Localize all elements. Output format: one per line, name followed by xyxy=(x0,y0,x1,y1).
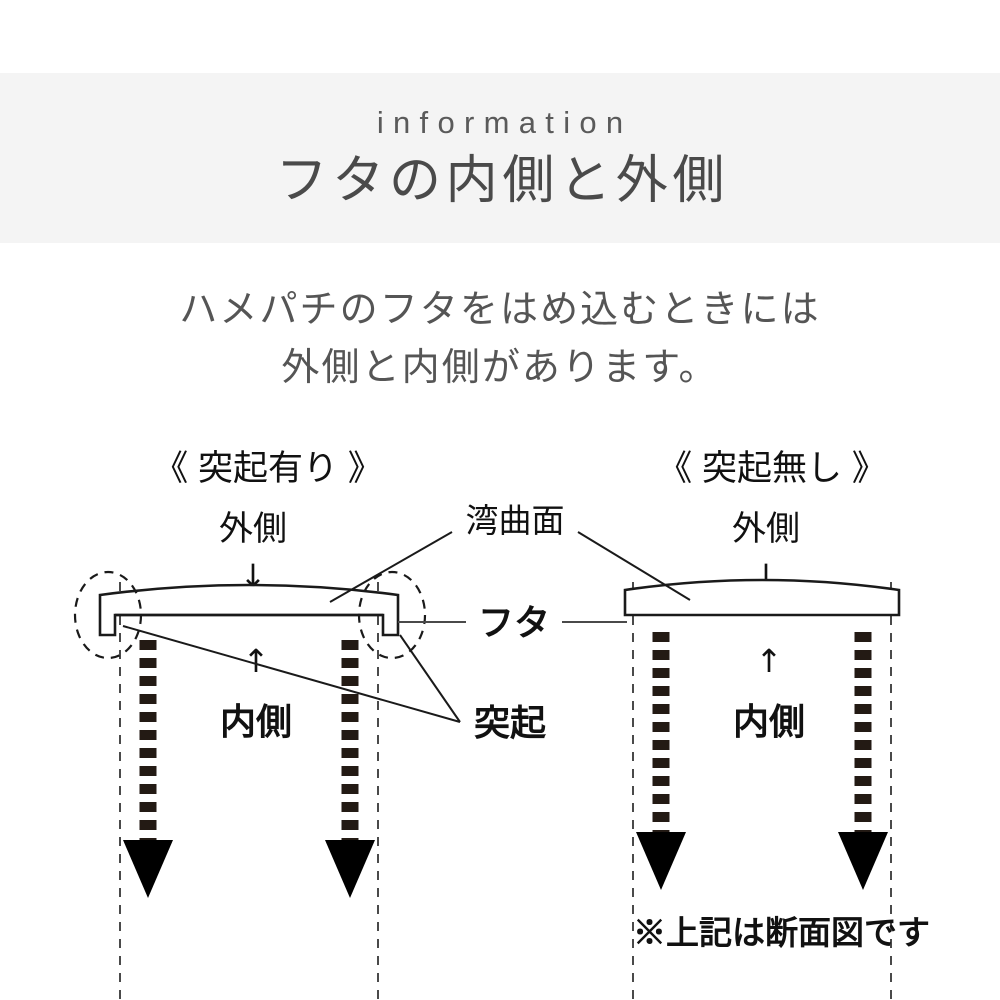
left-insert-arrow-1 xyxy=(123,640,173,898)
right-insert-arrow-2 xyxy=(838,632,888,890)
left-protrusion-highlight-left xyxy=(73,570,143,660)
lead-paragraph: ハメパチのフタをはめ込むときには 外側と内側があります。 xyxy=(0,282,1000,398)
protrusion-leader-1 xyxy=(122,625,461,723)
curved-surface-label: 湾曲面 xyxy=(466,502,565,539)
footnote: ※上記は断面図です xyxy=(633,914,930,951)
curved-surface-leader-left xyxy=(329,531,453,603)
page-title: フタの内側と外側 xyxy=(275,152,730,211)
left-heading: 《 突起有り 》 xyxy=(153,449,382,488)
left-protrusion-highlight-right xyxy=(357,570,427,660)
header-eyebrow: information xyxy=(376,105,633,141)
protrusion-label: 突起 xyxy=(474,702,547,743)
right-diagram-group: 《 突起無し 》 外側 ↓ ↑ 内側 xyxy=(623,449,901,1000)
left-outside-label: 外側 xyxy=(219,510,287,548)
left-lid xyxy=(98,583,400,637)
protrusion-leader-2 xyxy=(399,634,461,723)
lead-line-1: ハメパチのフタをはめ込むときには xyxy=(179,289,821,331)
curved-surface-leader-right xyxy=(577,531,691,601)
center-callouts: 湾曲面 フタ 突起 本体 xyxy=(122,502,691,743)
left-insert-arrow-2 xyxy=(325,640,375,898)
right-outside-label: 外側 xyxy=(732,510,800,548)
lead-line-2: 外側と内側があります。 xyxy=(281,346,719,389)
header-band: information フタの内側と外側 xyxy=(0,73,1000,243)
left-diagram-group: 《 突起有り 》 外側 ↓ ↑ xyxy=(73,449,427,1000)
right-inside-arrow-icon: ↑ xyxy=(756,642,783,680)
left-inside-label: 内側 xyxy=(220,701,292,742)
right-lid xyxy=(623,578,901,617)
right-insert-arrow-1 xyxy=(636,632,686,890)
right-inside-label: 内側 xyxy=(733,701,805,742)
diagram-svg: 《 突起有り 》 外側 ↓ ↑ xyxy=(73,449,930,1000)
right-heading: 《 突起無し 》 xyxy=(657,449,886,488)
cross-section-diagram: 《 突起有り 》 外側 ↓ ↑ xyxy=(0,432,1000,1000)
lid-label: フタ xyxy=(478,602,550,643)
